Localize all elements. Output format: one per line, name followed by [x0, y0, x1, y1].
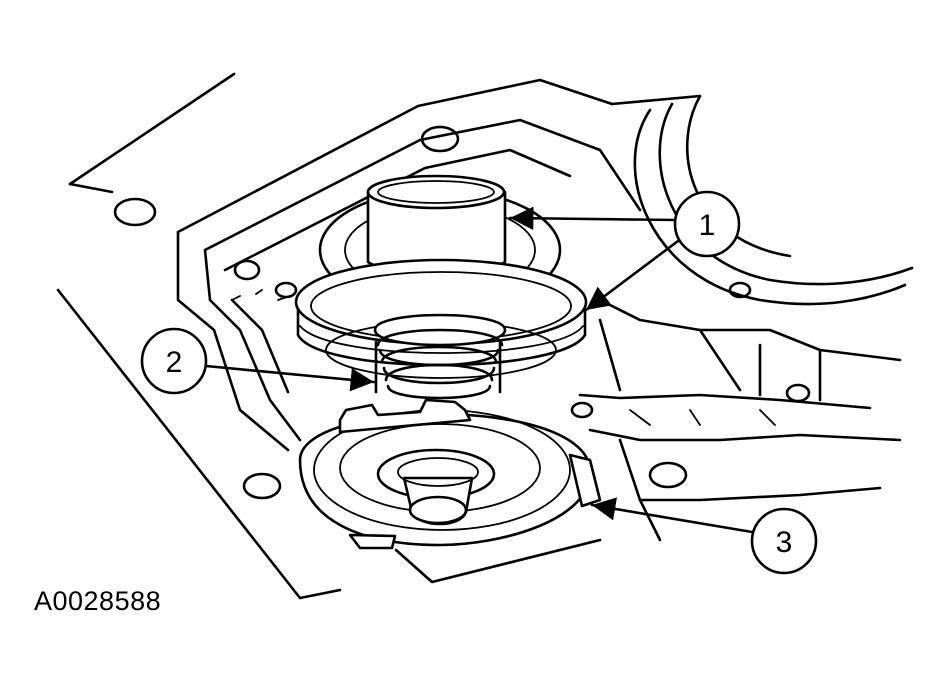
- callout-leaders: [204, 206, 754, 534]
- part-2-spring: [373, 313, 507, 400]
- part-1-thermostat-body: [294, 174, 588, 379]
- callout-2: 2: [140, 327, 208, 395]
- callout-1: 1: [673, 190, 741, 258]
- leader-2: [204, 364, 376, 392]
- callout-3-number: 3: [776, 526, 793, 559]
- leader-1b: [584, 236, 684, 312]
- housing-plate: [56, 72, 914, 600]
- figure-id-label: A0028588: [34, 586, 162, 616]
- callout-3: 3: [750, 507, 818, 575]
- callout-2-number: 2: [166, 346, 183, 379]
- leader-3: [590, 497, 754, 534]
- leader-1a: [508, 206, 678, 230]
- part-3-retainer-plate: [298, 398, 602, 550]
- callout-1-number: 1: [699, 209, 716, 242]
